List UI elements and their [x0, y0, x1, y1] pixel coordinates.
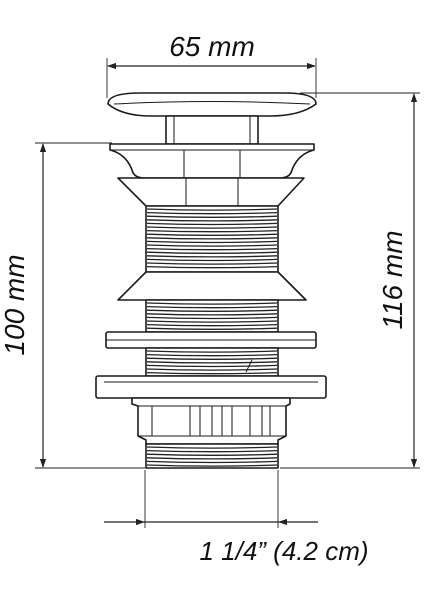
bottom-threads: [146, 446, 278, 467]
thread-line: [146, 446, 278, 449]
thread-line: [146, 313, 278, 316]
thread-line: [146, 353, 278, 357]
left-height-dimension: 100 mm: [0, 142, 145, 469]
top-width-dimension: 65 mm: [106, 31, 317, 98]
thread-line: [146, 219, 278, 222]
thread-line: [146, 323, 278, 327]
thread-line: [146, 453, 278, 456]
thread-line: [146, 302, 278, 305]
middle-threads: [146, 302, 278, 330]
thread-line: [146, 247, 278, 251]
drain-body: [95, 92, 327, 469]
thread-line: [146, 240, 278, 244]
thread-line: [146, 320, 278, 323]
thread-line: [146, 368, 278, 371]
thread-line: [146, 327, 278, 330]
thread-line: [146, 460, 278, 464]
bottom-thread-dimension: 1 1/4” (4.2 cm): [104, 470, 369, 566]
cap-highlight: [113, 101, 311, 105]
thread-line: [146, 237, 278, 240]
thread-line: [146, 305, 278, 309]
thread-line: [146, 251, 278, 254]
thread-line: [146, 464, 278, 467]
upper-cone-washer: [117, 177, 305, 207]
thread-line: [146, 211, 278, 215]
thread-line: [146, 215, 278, 218]
thread-line: [146, 364, 278, 368]
lower-threads: [146, 350, 278, 375]
thread-line: [146, 449, 278, 453]
thread-tick: [245, 359, 253, 373]
thread-line: [146, 371, 278, 375]
thread-line: [146, 265, 278, 269]
right-height-dimension: 116 mm: [280, 92, 420, 469]
upper-threads: [146, 208, 278, 269]
thread-line: [146, 258, 278, 262]
thread-line: [146, 309, 278, 312]
cap-stem: [165, 115, 259, 145]
thread-line: [146, 361, 278, 364]
bottom-thread-label: 1 1/4” (4.2 cm): [199, 536, 368, 566]
overflow-sleeve: [131, 397, 291, 445]
top-flange: [109, 143, 315, 179]
cap: [107, 92, 317, 117]
thread-line: [146, 222, 278, 226]
nut: [95, 375, 327, 399]
top-width-label: 65 mm: [169, 31, 255, 62]
thread-line: [146, 208, 278, 211]
thread-line: [146, 244, 278, 247]
thread-line: [146, 226, 278, 229]
right-height-label: 116 mm: [377, 230, 408, 329]
thread-line: [146, 262, 278, 265]
thread-line: [146, 229, 278, 233]
thread-line: [146, 233, 278, 236]
thread-line: [146, 316, 278, 320]
thread-line: [146, 255, 278, 258]
thread-line: [146, 357, 278, 360]
left-height-label: 100 mm: [0, 254, 30, 355]
thread-line: [146, 350, 278, 353]
thread-line: [146, 457, 278, 460]
lower-cone-washer: [117, 271, 307, 301]
middle-thread-body: [145, 299, 279, 333]
